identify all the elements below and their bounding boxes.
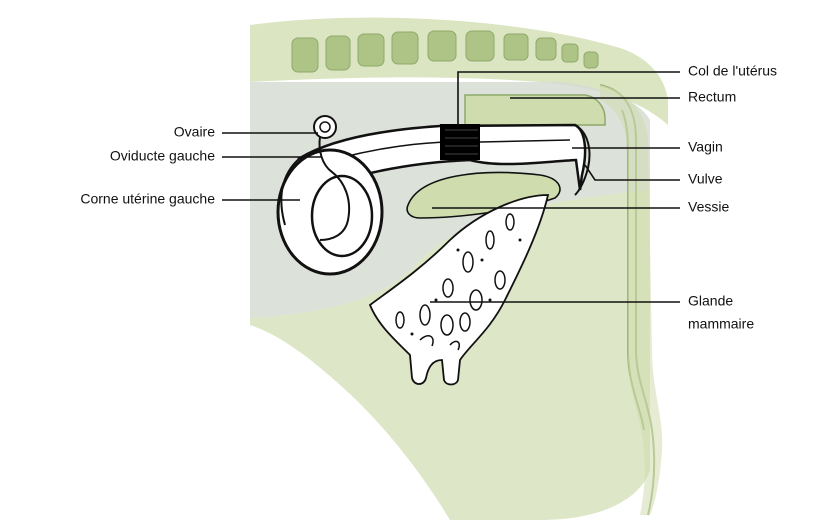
label-rectum: Rectum <box>688 89 736 105</box>
label-vessie: Vessie <box>688 199 729 215</box>
corne-uterine <box>278 150 382 274</box>
label-glande-mammaire-line1: Glande <box>688 293 733 309</box>
label-vagin: Vagin <box>688 139 723 155</box>
label-glande-mammaire-line2: mammaire <box>688 316 754 332</box>
label-col-uterus: Col de l'utérus <box>688 63 777 79</box>
label-ovaire: Ovaire <box>174 124 215 140</box>
label-vulve: Vulve <box>688 171 723 187</box>
label-corne-uterine-gauche: Corne utérine gauche <box>80 191 215 207</box>
col-uterus <box>440 124 480 160</box>
label-oviducte-gauche: Oviducte gauche <box>110 148 215 164</box>
ovaire <box>314 116 336 138</box>
rectum <box>465 95 605 125</box>
